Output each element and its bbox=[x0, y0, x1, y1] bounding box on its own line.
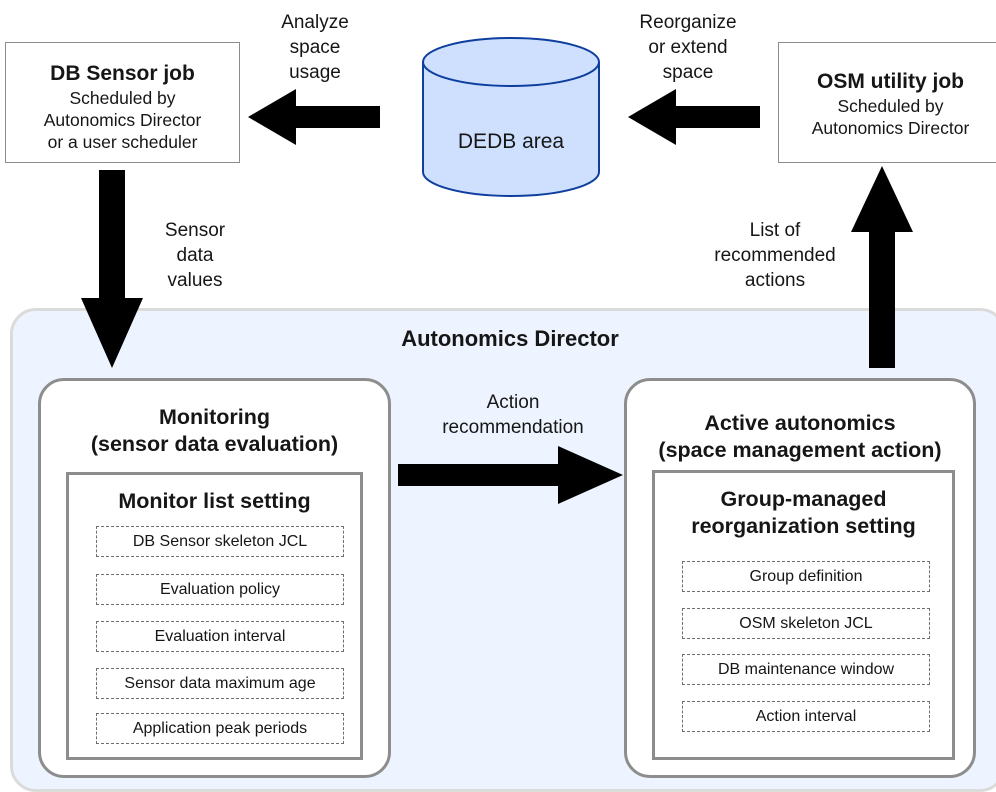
label-line: Reorganize bbox=[639, 12, 737, 33]
label-line: recommendation bbox=[442, 417, 584, 438]
active-item: Group definition bbox=[682, 561, 930, 592]
label-reorganize-extend: Reorganize or extend space bbox=[618, 10, 758, 85]
label-line: space bbox=[289, 37, 341, 58]
label-line: Analyze bbox=[281, 12, 349, 33]
osm-utility-job-title: OSM utility job bbox=[817, 70, 964, 93]
label-line: Action bbox=[486, 392, 540, 413]
label-line: Sensor bbox=[164, 220, 226, 241]
label-line: List of bbox=[749, 220, 801, 241]
setting-title-line: reorganization setting bbox=[691, 514, 916, 538]
arrow-left-analyze bbox=[248, 89, 380, 145]
monitor-item: DB Sensor skeleton JCL bbox=[96, 526, 344, 557]
monitor-list-setting-title: Monitor list setting bbox=[118, 489, 311, 513]
db-sensor-job-line: Scheduled by bbox=[69, 88, 176, 108]
db-sensor-job-line: or a user scheduler bbox=[47, 132, 198, 152]
label-line: or extend bbox=[648, 37, 728, 58]
monitor-item: Evaluation interval bbox=[96, 621, 344, 652]
osm-utility-job-line: Autonomics Director bbox=[811, 118, 970, 138]
monitor-item: Application peak periods bbox=[96, 713, 344, 744]
label-recommended-actions: List of recommended actions bbox=[700, 218, 850, 293]
setting-title-line: Group-managed bbox=[720, 487, 887, 511]
label-line: usage bbox=[289, 62, 341, 83]
monitoring-title: Monitoring (sensor data evaluation) bbox=[38, 404, 391, 458]
group-managed-reorg-setting-title: Group-managed reorganization setting bbox=[652, 486, 955, 540]
label-line: values bbox=[167, 270, 223, 291]
db-sensor-job-title: DB Sensor job bbox=[50, 62, 195, 85]
active-autonomics-title-line: (space management action) bbox=[658, 438, 942, 462]
label-action-recommendation: Action recommendation bbox=[418, 390, 608, 440]
active-item: OSM skeleton JCL bbox=[682, 608, 930, 639]
label-line: data bbox=[176, 245, 214, 266]
dedb-area-cylinder bbox=[422, 37, 600, 197]
monitor-list-setting-box bbox=[66, 472, 363, 760]
arrow-down-sensor-values bbox=[81, 170, 143, 368]
arrow-left-reorganize bbox=[628, 89, 760, 145]
osm-utility-job-box: OSM utility job Scheduled by Autonomics … bbox=[778, 42, 996, 163]
autonomics-director-title: Autonomics Director bbox=[401, 326, 619, 351]
osm-utility-job-line: Scheduled by bbox=[837, 96, 944, 116]
active-item: Action interval bbox=[682, 701, 930, 732]
label-line: space bbox=[662, 62, 714, 83]
label-line: recommended bbox=[714, 245, 836, 266]
active-autonomics-title-line: Active autonomics bbox=[704, 411, 896, 435]
active-item: DB maintenance window bbox=[682, 654, 930, 685]
label-line: actions bbox=[744, 270, 806, 291]
arrow-right-action-recommendation bbox=[398, 446, 623, 504]
monitor-item: Sensor data maximum age bbox=[96, 668, 344, 699]
db-sensor-job-line: Autonomics Director bbox=[43, 110, 202, 130]
arrow-up-recommended bbox=[851, 166, 913, 368]
active-autonomics-title: Active autonomics (space management acti… bbox=[624, 410, 976, 464]
monitoring-title-line: Monitoring bbox=[158, 405, 271, 429]
monitoring-title-line: (sensor data evaluation) bbox=[90, 432, 339, 456]
monitor-item: Evaluation policy bbox=[96, 574, 344, 605]
dedb-area-label: DEDB area bbox=[457, 130, 565, 153]
label-analyze-space-usage: Analyze space usage bbox=[260, 10, 370, 85]
db-sensor-job-box: DB Sensor job Scheduled by Autonomics Di… bbox=[5, 42, 240, 163]
label-sensor-data-values: Sensor data values bbox=[145, 218, 245, 293]
